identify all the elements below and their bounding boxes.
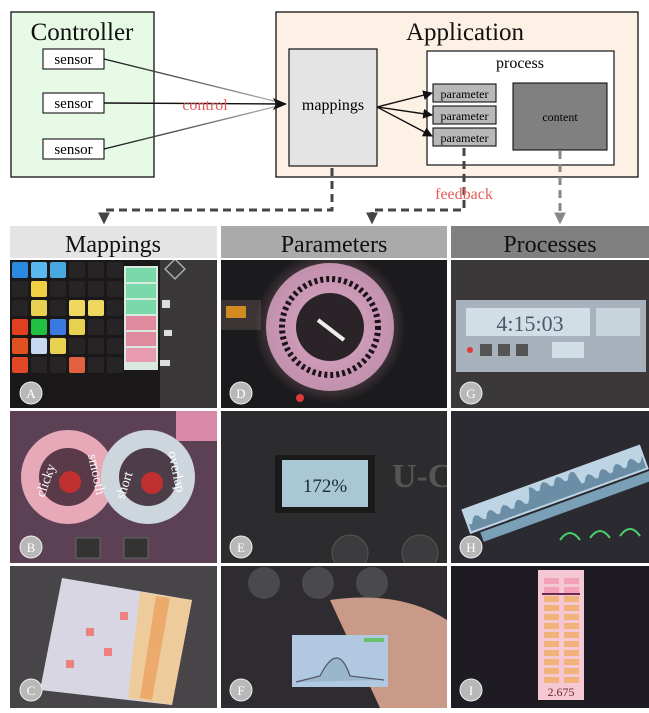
parameter-box-2 <box>432 105 497 125</box>
g-display-time: 4:15:03 <box>496 311 563 336</box>
photo-a: A <box>10 260 217 408</box>
badge-i <box>459 678 483 702</box>
header-parameters-bg <box>221 226 447 258</box>
e-brand: U-C <box>392 458 452 495</box>
badge-i-label: I <box>469 683 473 698</box>
badge-f-label: F <box>237 683 244 698</box>
sensor-label-2: sensor <box>54 96 92 112</box>
control-arrowhead <box>273 98 287 110</box>
mappings-box <box>288 48 378 167</box>
feedback-arrow-parameters <box>366 148 466 225</box>
sensor-label-1: sensor <box>54 52 92 68</box>
sensor-label-3: sensor <box>54 142 92 158</box>
control-label: control <box>182 97 228 114</box>
photo-e: 172% U-C E <box>221 411 452 563</box>
photo-f: F <box>221 566 447 708</box>
photo-i: 2.675 I <box>451 566 649 708</box>
header-processes: Processes <box>503 232 596 258</box>
diagram: Controller sensor sensor sensor Applicat… <box>10 11 639 225</box>
column-headers: Mappings Parameters Processes <box>10 226 649 258</box>
photo-h: H <box>451 411 649 563</box>
control-arrow-2 <box>103 102 287 105</box>
badge-d-label: D <box>236 386 245 401</box>
parameter-label-3: parameter <box>441 131 489 145</box>
badge-c <box>19 678 43 702</box>
content-box <box>512 82 608 151</box>
badge-h-label: H <box>466 540 475 555</box>
parameter-box-3 <box>432 127 497 147</box>
i-meter-value: 2.675 <box>548 685 575 699</box>
badge-c-label: C <box>27 683 36 698</box>
header-mappings-bg <box>10 226 217 258</box>
control-arrow-3 <box>103 103 287 150</box>
mapping-arrow-3 <box>376 106 433 137</box>
parameter-label-1: parameter <box>441 87 489 101</box>
photo-g: 4:15:03 G <box>451 260 649 408</box>
mapping-arrow-1 <box>376 90 433 108</box>
header-parameters: Parameters <box>281 232 388 258</box>
photo-b: clicky smooth short overlap B <box>10 411 217 563</box>
photo-d: D <box>221 260 447 408</box>
controller-title: Controller <box>31 19 134 46</box>
parameter-label-2: parameter <box>441 109 489 123</box>
parameter-box-1 <box>432 83 497 103</box>
feedback-label: feedback <box>435 186 493 203</box>
feedback-arrow-mappings <box>98 168 334 225</box>
badge-a-label: A <box>26 386 36 401</box>
control-arrow-1 <box>103 58 287 105</box>
photo-c: C <box>10 566 217 708</box>
mappings-label: mappings <box>302 97 364 114</box>
badge-d <box>229 381 253 405</box>
process-title: process <box>496 55 544 72</box>
badge-g-label: G <box>466 386 475 401</box>
badge-e <box>229 535 253 559</box>
e-display-value: 172% <box>303 476 348 497</box>
content-label: content <box>542 110 578 124</box>
application-title: Application <box>406 19 525 46</box>
badge-b <box>19 535 43 559</box>
badge-g <box>459 381 483 405</box>
badge-e-label: E <box>237 540 245 555</box>
badge-b-label: B <box>27 540 36 555</box>
header-processes-bg <box>451 226 649 258</box>
header-mappings: Mappings <box>65 232 161 258</box>
badge-f <box>229 678 253 702</box>
badge-h <box>459 535 483 559</box>
badge-a <box>19 381 43 405</box>
mapping-arrow-2 <box>376 106 433 119</box>
